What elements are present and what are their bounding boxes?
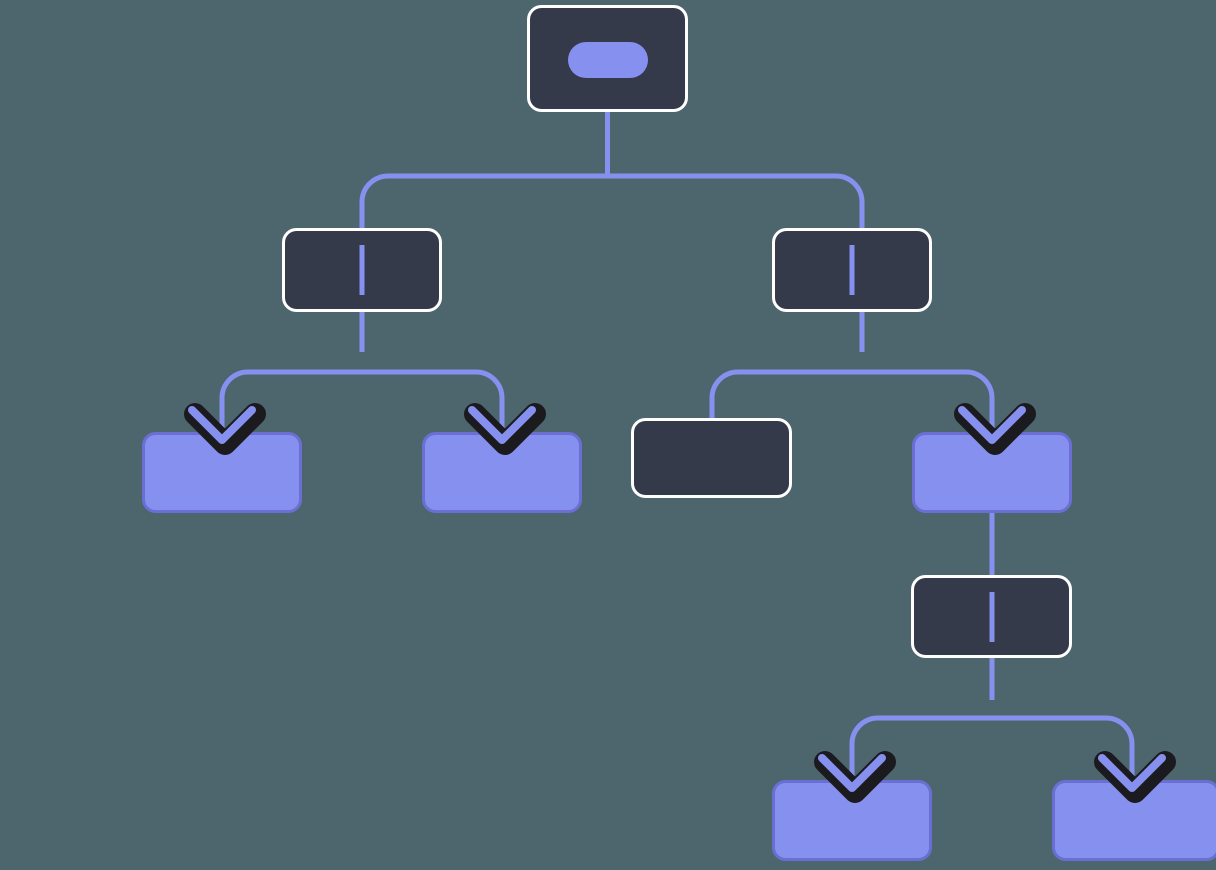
edge-branch-left-to-leaf-2 [362, 369, 505, 444]
node-leaf-3-box[interactable] [631, 418, 792, 498]
arrowheads-layer [184, 403, 1176, 803]
node-leaf-3-dark[interactable] [631, 418, 792, 498]
arrowhead-leaf-2 [464, 403, 546, 455]
arrowhead-leaf-5 [814, 751, 896, 803]
edge-branch-left-to-leaf-1 [219, 369, 362, 444]
edge-sub-branch-to-leaf-5 [849, 715, 992, 792]
arrowhead-leaf-4 [954, 403, 1036, 455]
arrowhead-leaf-6 [1094, 751, 1176, 803]
root-pill-shape [568, 42, 648, 78]
edge-root-to-branch-left [359, 173, 608, 352]
arrowhead-leaf-5-chevron [818, 754, 886, 792]
arrowhead-leaf-4-chevron [958, 406, 1026, 444]
arrowhead-leaf-6-chevron [1098, 754, 1166, 792]
edge-branch-right-to-leaf-3 [709, 369, 862, 420]
edge-root-to-branch-right [607, 173, 865, 352]
arrowhead-leaf-1 [184, 403, 266, 455]
node-root[interactable] [527, 5, 688, 112]
edges-layer [219, 42, 1135, 792]
arrowhead-leaf-2-chevron [468, 406, 536, 444]
arrowhead-leaf-1-chevron [188, 406, 256, 444]
edge-sub-branch-to-leaf-6 [992, 715, 1135, 792]
edge-branch-right-to-leaf-4 [862, 369, 995, 444]
